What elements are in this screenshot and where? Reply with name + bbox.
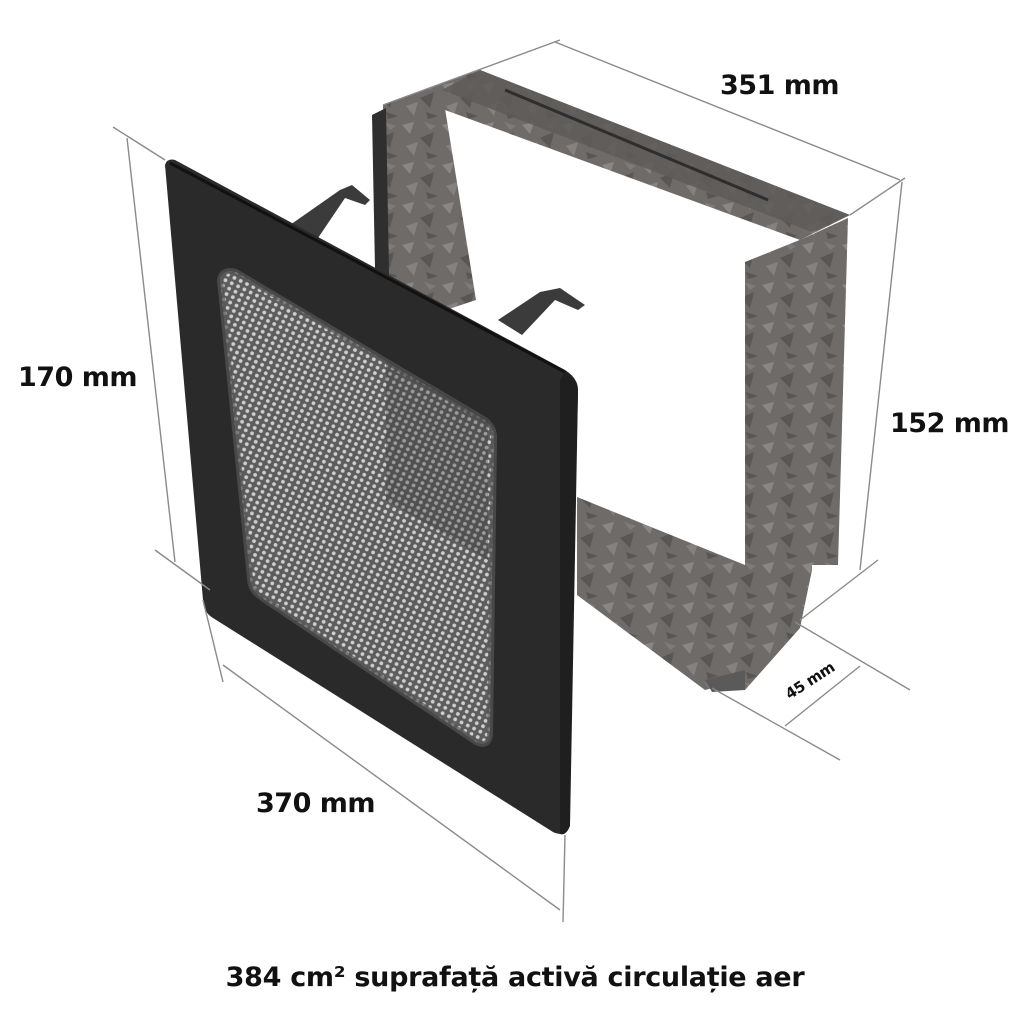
dimension-label-grille-height: 170 mm [18,362,138,393]
airflow-area-caption: 384 cm² suprafață activă circulație aer [225,962,805,993]
dimension-label-grille-width: 370 mm [256,788,376,819]
dimension-label-sleeve-height: 152 mm [890,408,1010,439]
dimension-lines [112,39,911,923]
dimension-label-sleeve-width: 351 mm [720,70,840,101]
mounting-sleeve [372,70,850,692]
front-grille [165,159,578,835]
